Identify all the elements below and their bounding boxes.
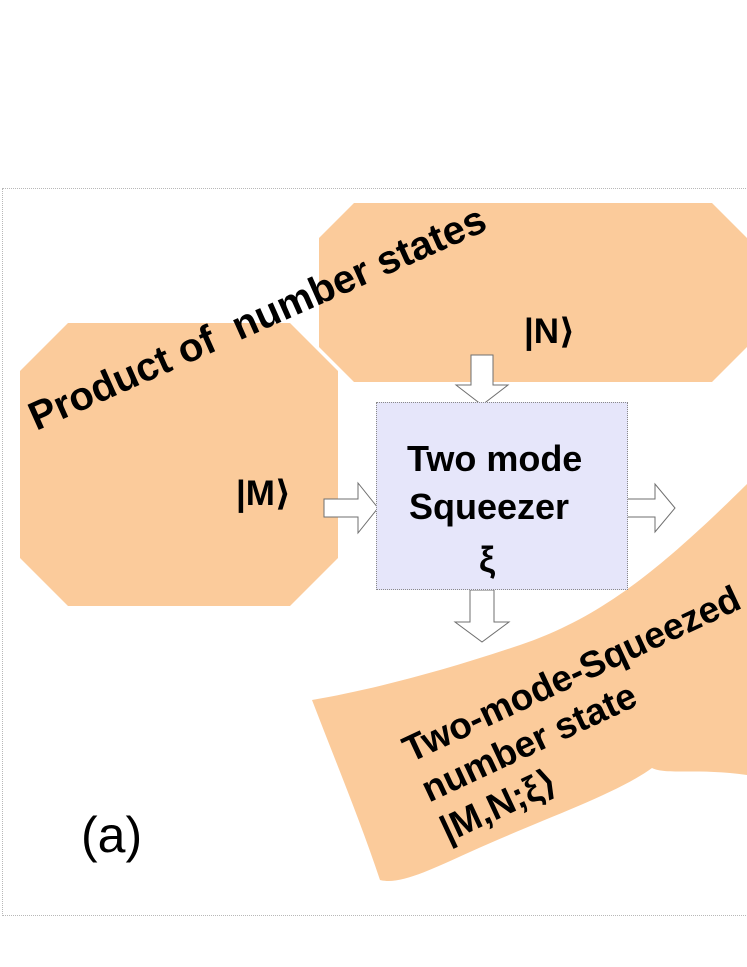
diagram-frame: [2, 188, 747, 916]
squeezer-parameter: ξ: [479, 539, 496, 580]
squeezer-subtitle: Squeezer: [409, 486, 570, 527]
arrow-n-to-squeezer: [454, 354, 510, 406]
output-state-shape: [312, 484, 747, 881]
arrow-squeezer-right: [622, 482, 676, 534]
panel-label: (a): [81, 807, 143, 863]
arrow-m-to-squeezer: [323, 481, 379, 535]
squeezer-title: Two mode: [407, 438, 583, 479]
ket-n-label: |N⟩: [524, 312, 576, 351]
input-state-n-shape: [319, 203, 747, 382]
squeezer-box: [376, 402, 628, 590]
ket-m-label: |M⟩: [236, 474, 291, 513]
arrow-squeezer-down: [453, 589, 511, 643]
input-state-m-shape: [20, 323, 338, 606]
